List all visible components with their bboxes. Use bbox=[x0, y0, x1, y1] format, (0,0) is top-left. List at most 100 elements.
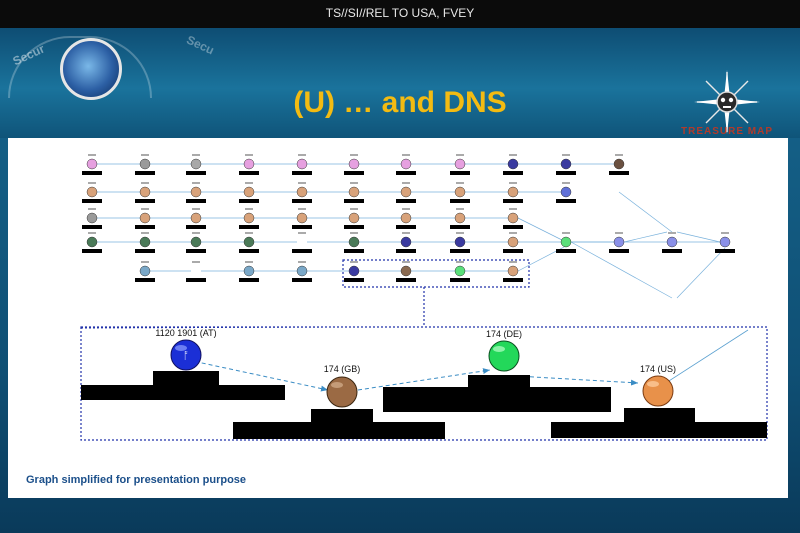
overview-node-label bbox=[456, 182, 464, 184]
overview-node bbox=[139, 212, 151, 224]
overview-node bbox=[507, 265, 519, 277]
overview-node bbox=[139, 186, 151, 198]
overview-node bbox=[86, 158, 98, 170]
overview-node bbox=[507, 212, 519, 224]
overview-node-label bbox=[245, 261, 253, 263]
overview-redaction bbox=[503, 278, 523, 282]
small-graph-overview bbox=[82, 154, 735, 299]
overview-node bbox=[296, 265, 308, 277]
overview-redaction bbox=[396, 199, 416, 203]
redaction-bar bbox=[233, 422, 445, 439]
big-node-label-at: 1120 1901 (AT) bbox=[155, 328, 216, 338]
overview-node bbox=[400, 212, 412, 224]
overview-node bbox=[454, 186, 466, 198]
edge-de-us bbox=[515, 375, 639, 386]
redactions bbox=[81, 371, 767, 439]
treasure-map-logo-icon bbox=[672, 68, 782, 148]
overview-node-label bbox=[88, 232, 96, 234]
overview-node bbox=[666, 236, 678, 248]
overview-node bbox=[86, 212, 98, 224]
overview-node bbox=[296, 158, 308, 170]
overview-node bbox=[296, 212, 308, 224]
big-node-label-us: 174 (US) bbox=[640, 364, 676, 374]
overview-node-label bbox=[298, 261, 306, 263]
redaction-bar bbox=[551, 422, 767, 438]
overview-redaction bbox=[662, 249, 682, 253]
overview-node bbox=[454, 236, 466, 248]
overview-redaction bbox=[239, 199, 259, 203]
overview-redaction bbox=[135, 278, 155, 282]
overview-redaction bbox=[503, 171, 523, 175]
redaction-bar bbox=[153, 371, 219, 385]
overview-node-label bbox=[402, 232, 410, 234]
overview-node bbox=[243, 186, 255, 198]
overview-redaction bbox=[450, 171, 470, 175]
overview-node-label bbox=[509, 261, 517, 263]
overview-node-label bbox=[141, 261, 149, 263]
overview-node-label bbox=[402, 261, 410, 263]
overview-redaction bbox=[239, 225, 259, 229]
overview-node bbox=[400, 158, 412, 170]
overview-node bbox=[86, 186, 98, 198]
overview-node bbox=[243, 236, 255, 248]
overview-node-label bbox=[350, 232, 358, 234]
overview-redaction bbox=[186, 171, 206, 175]
top-classification-bar: TS//SI//REL TO USA, FVEY bbox=[0, 0, 800, 28]
overview-node bbox=[454, 212, 466, 224]
overview-redaction bbox=[715, 249, 735, 253]
overview-edge bbox=[517, 217, 567, 243]
redaction-bar bbox=[468, 375, 530, 387]
overview-redaction bbox=[135, 199, 155, 203]
overview-redaction bbox=[344, 225, 364, 229]
overview-node-label bbox=[562, 232, 570, 234]
overview-edge bbox=[676, 247, 726, 299]
overview-node bbox=[348, 236, 360, 248]
highlight-box bbox=[342, 259, 530, 288]
zoom-box bbox=[80, 326, 768, 441]
overview-node bbox=[507, 236, 519, 248]
overview-node-label bbox=[456, 232, 464, 234]
overview-node bbox=[86, 236, 98, 248]
overview-node-label bbox=[615, 154, 623, 156]
overview-node-label bbox=[562, 182, 570, 184]
overview-redaction bbox=[450, 278, 470, 282]
overview-node bbox=[560, 236, 572, 248]
zoom-top-left-guide bbox=[80, 326, 339, 329]
overview-redaction bbox=[186, 199, 206, 203]
overview-redaction bbox=[344, 171, 364, 175]
overview-node-label bbox=[509, 208, 517, 210]
overview-node-label bbox=[245, 182, 253, 184]
big-node-at: ᚩ 1120 1901 (AT) bbox=[155, 328, 217, 371]
big-node-label-gb: 174 (GB) bbox=[324, 364, 361, 374]
overview-node-label bbox=[509, 232, 517, 234]
seal-icon bbox=[60, 38, 122, 100]
overview-redaction bbox=[556, 249, 576, 253]
overview-redaction bbox=[135, 249, 155, 253]
overview-redaction bbox=[609, 249, 629, 253]
overview-redaction bbox=[82, 199, 102, 203]
overview-redaction bbox=[82, 225, 102, 229]
overview-node bbox=[613, 236, 625, 248]
overview-node-label bbox=[402, 182, 410, 184]
overview-node bbox=[243, 158, 255, 170]
overview-redaction bbox=[344, 199, 364, 203]
overview-node-label bbox=[668, 232, 676, 234]
overview-redaction bbox=[344, 249, 364, 253]
overview-redaction bbox=[292, 171, 312, 175]
graph-panel: ᚩ 1120 1901 (AT) 174 (GB) 174 (DE) 174 (… bbox=[8, 138, 788, 498]
overview-node bbox=[560, 186, 572, 198]
overview-node-label bbox=[721, 232, 729, 234]
overview-node-label bbox=[298, 182, 306, 184]
overview-edge bbox=[570, 241, 673, 299]
zoom-outgoing-edge bbox=[657, 329, 749, 389]
edge-gb-de bbox=[357, 368, 491, 391]
footer-note: Graph simplified for presentation purpos… bbox=[26, 474, 246, 486]
overview-edge bbox=[623, 231, 668, 243]
overview-node bbox=[139, 265, 151, 277]
overview-node bbox=[243, 265, 255, 277]
overview-node-label bbox=[298, 154, 306, 156]
overview-node bbox=[139, 236, 151, 248]
overview-redaction bbox=[609, 171, 629, 175]
overview-node-label bbox=[456, 261, 464, 263]
overview-redaction bbox=[292, 278, 312, 282]
